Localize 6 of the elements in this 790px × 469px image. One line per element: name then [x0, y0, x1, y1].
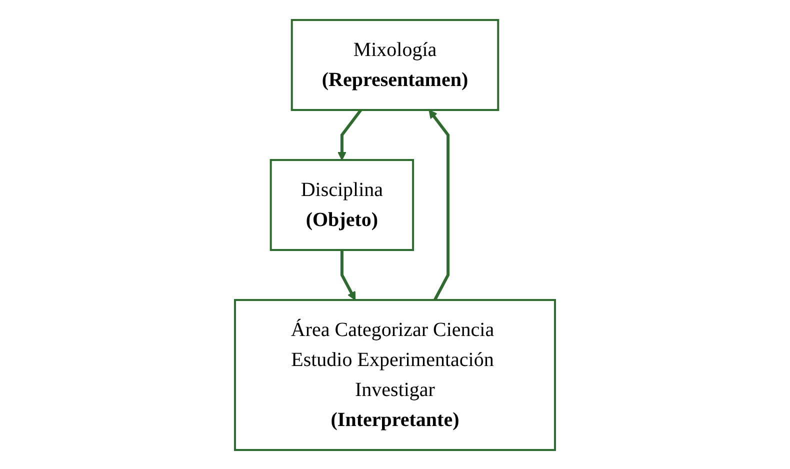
- arrow: [428, 109, 450, 300]
- arrow: [338, 108, 362, 160]
- node-box: Mixología (Representamen): [290, 18, 500, 110]
- arrow: [340, 250, 356, 300]
- node-box: Disciplina (Objeto): [270, 158, 414, 250]
- node-box: Área Categorizar Ciencia Estudio Experimentación Investigar (Interpretante): [234, 298, 556, 450]
